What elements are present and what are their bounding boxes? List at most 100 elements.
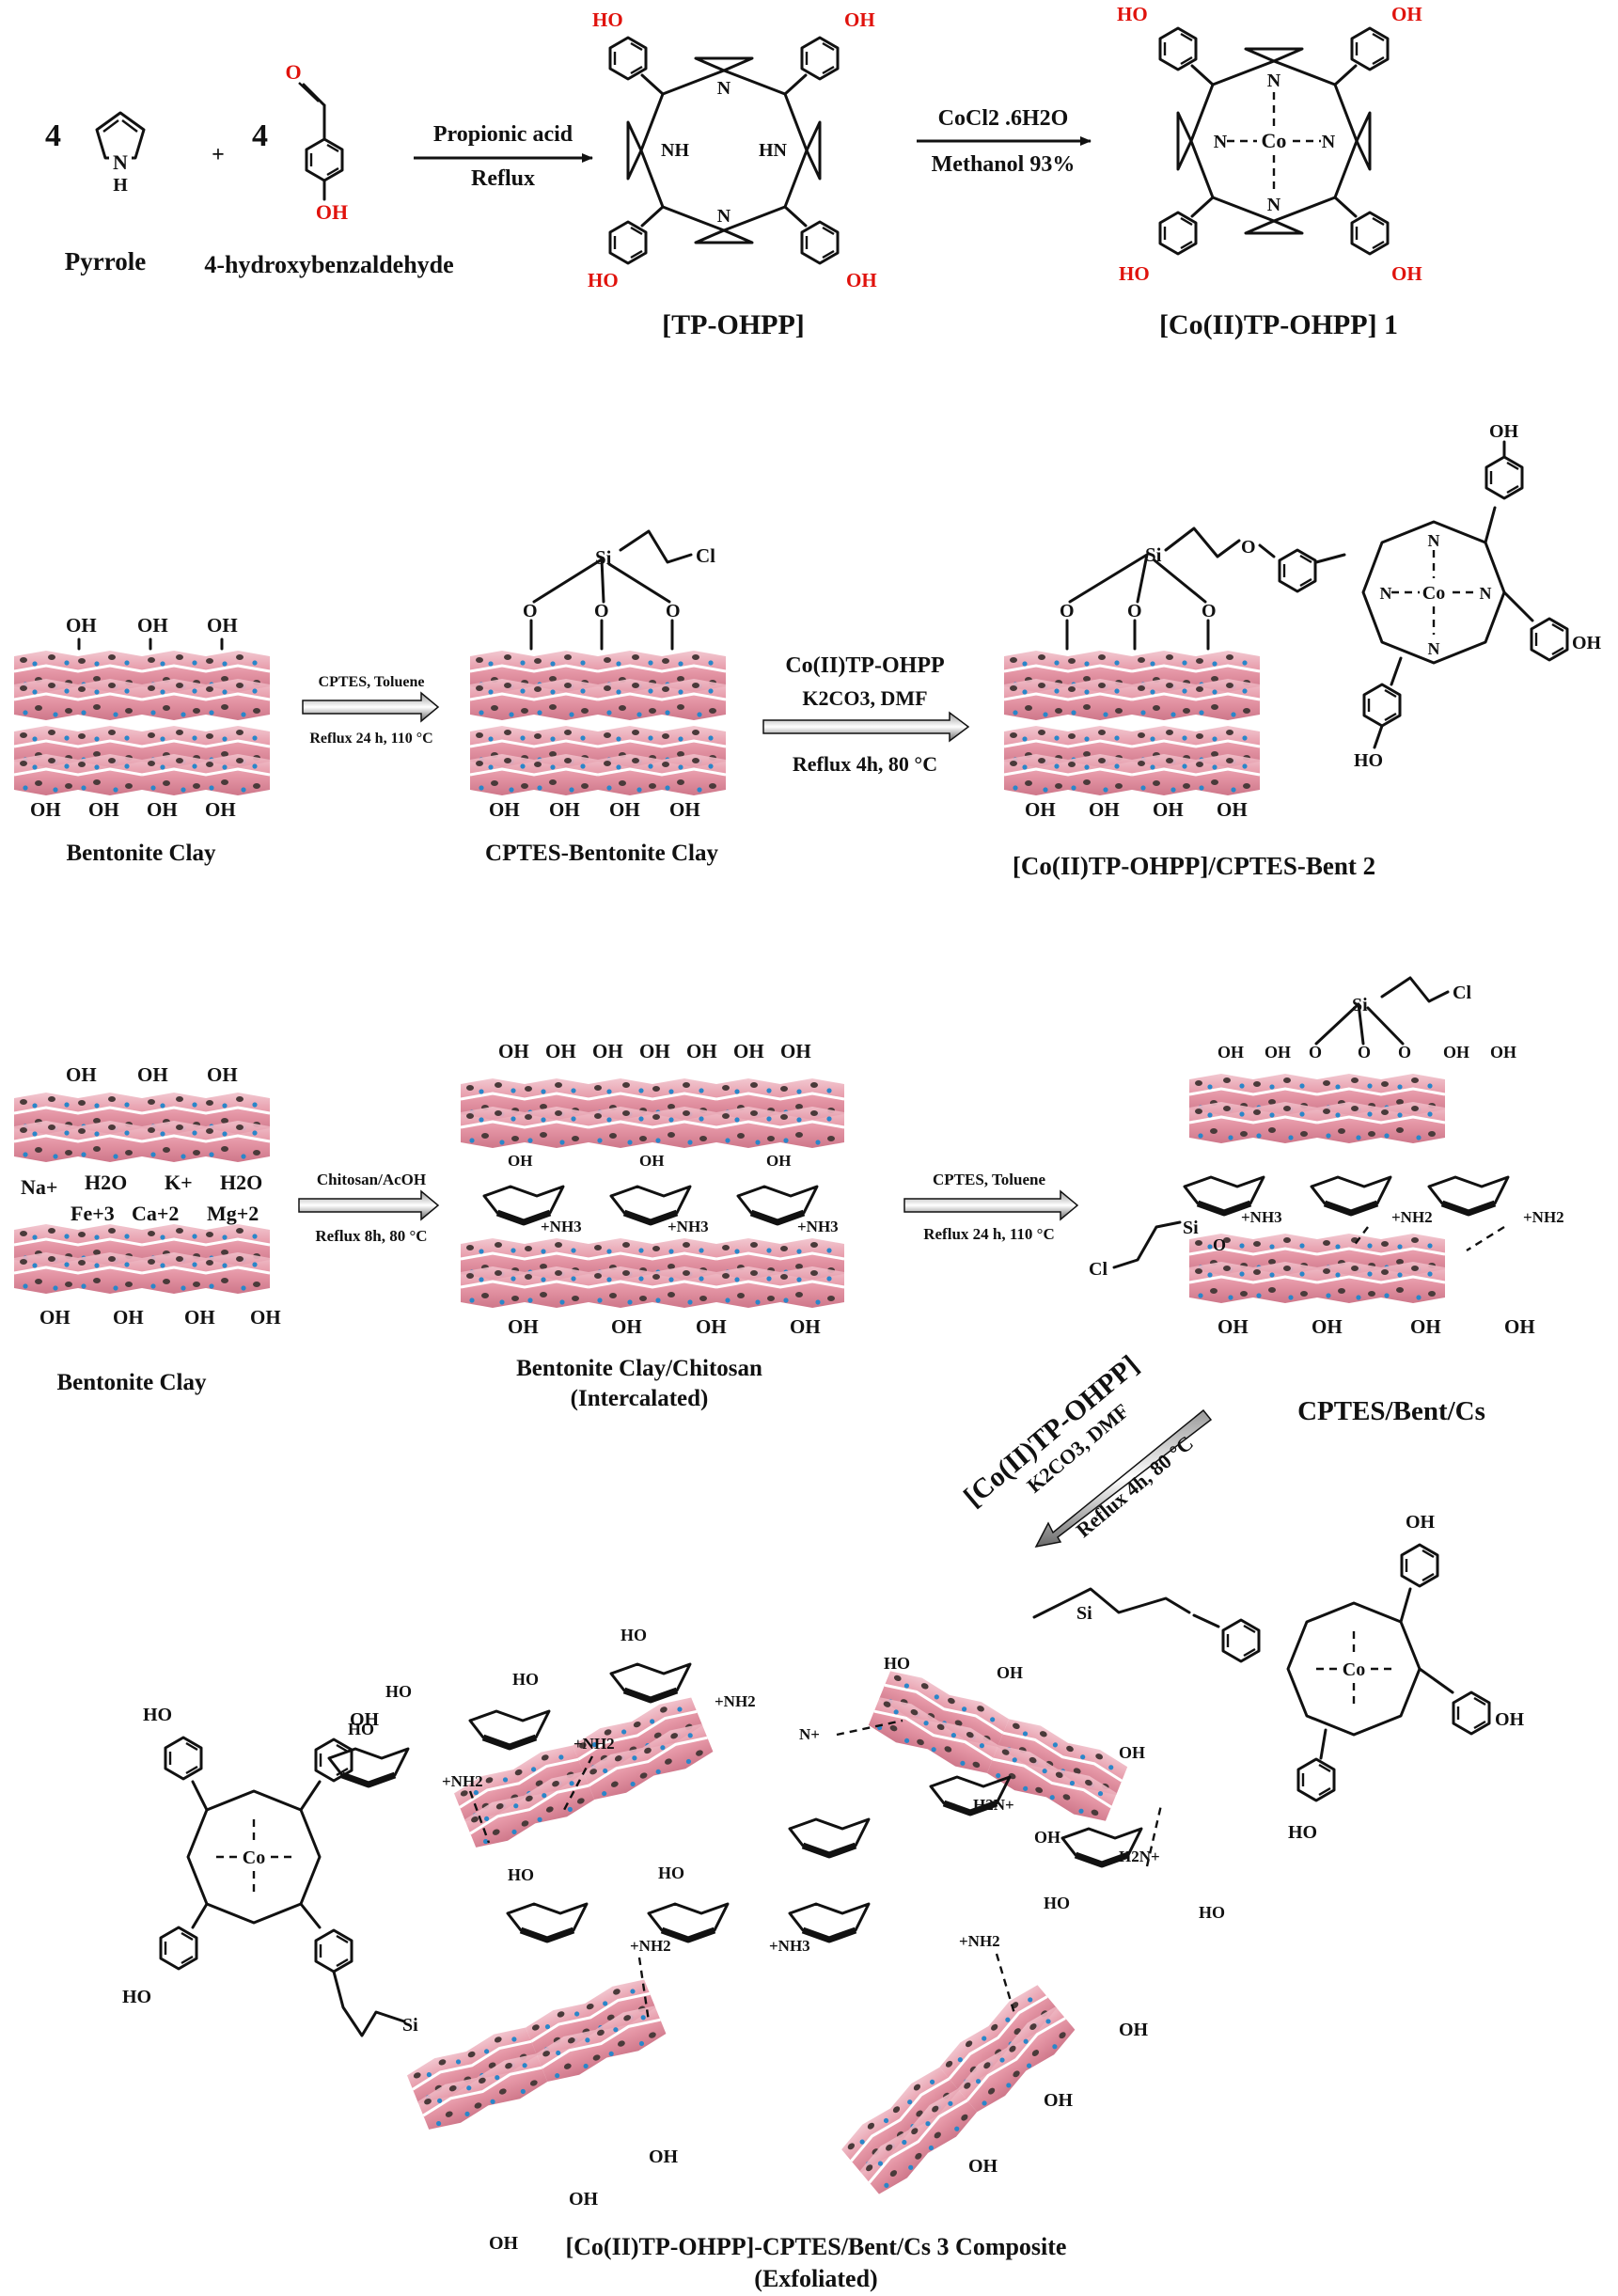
aldehyde-oxygen: O xyxy=(285,60,301,84)
row2-prod-co: Co xyxy=(1422,583,1445,604)
row2-clay-oh-b1: OH xyxy=(30,798,61,821)
row4-oh-12: HO xyxy=(1199,1903,1225,1922)
row4-nh2-1: +NH2 xyxy=(442,1772,483,1790)
copor-oh-tr: OH xyxy=(1391,3,1422,25)
pyrrole-n-atom: N xyxy=(113,150,128,174)
row4-oh-16: OH xyxy=(968,2156,998,2177)
row3-c-oh-b1: OH xyxy=(1217,1315,1249,1338)
row3-c-nh2-2: +NH2 xyxy=(1523,1208,1564,1226)
row4-nh3: +NH3 xyxy=(769,1937,810,1955)
row2-bentonite: OH OH OH OH OH OH OH Bentonite Clay xyxy=(14,614,270,866)
row4-oh-17: OH xyxy=(1044,2090,1074,2111)
tpohpp-n-bottom: N xyxy=(717,206,731,227)
row4-oh-5: HO xyxy=(508,1865,534,1884)
row3-top-o-1: O xyxy=(1309,1043,1322,1062)
aldehyde-structure: 4 O OH 4-hydroxybenzaldehyde xyxy=(204,60,453,278)
row2-product-label: [Co(II)TP-OHPP]/CPTES-Bent 2 xyxy=(1013,852,1375,880)
row3-ion-h2o-2: H2O xyxy=(220,1171,262,1194)
row3-arrow2-below: Reflux 24 h, 110 °C xyxy=(923,1225,1055,1243)
row2-prod-n-2: N xyxy=(1428,639,1440,658)
row3-c-nh2-1: +NH2 xyxy=(1391,1208,1433,1226)
plus-sign: + xyxy=(212,143,225,167)
row2-cptes-o-2: O xyxy=(594,601,609,621)
copor-n-right: N xyxy=(1322,132,1336,152)
row4-right-co: Co xyxy=(1343,1659,1365,1680)
row2-cptes-cl: Cl xyxy=(696,544,715,567)
row3-ion-ca: Ca+2 xyxy=(132,1202,179,1225)
row4-nh2-3: +NH2 xyxy=(715,1692,756,1710)
row4-composite: +NH2 +NH2 +NH2 +NH2 +NH3 +NH2 H2N+ H2N+ … xyxy=(122,1512,1525,2292)
row4-oh-14: OH xyxy=(649,2147,679,2167)
row3-left-si: Si xyxy=(1183,1218,1199,1238)
row2-clay-oh-1: OH xyxy=(66,614,97,637)
row1-synthesis: 4 N H Pyrrole + 4 O OH 4-hydroxybenzalde… xyxy=(45,3,1422,340)
row4-left-ho-top: HO xyxy=(143,1705,172,1725)
row3-top-o-3: O xyxy=(1398,1043,1411,1062)
row4-oh-2: HO xyxy=(348,1720,374,1738)
row2-prod-o-2: O xyxy=(1127,601,1142,621)
row2-arrow1-above: CPTES, Toluene xyxy=(319,674,425,690)
row4-oh-9: OH xyxy=(1034,1828,1060,1847)
row4-right-oh-right: OH xyxy=(1495,1709,1525,1730)
row2-prod-oh-b2: OH xyxy=(1089,798,1120,821)
row2-cptes-oh-b1: OH xyxy=(489,798,520,821)
row3-ion-na: Na+ xyxy=(21,1175,57,1199)
row3-clay-oh-b3: OH xyxy=(184,1306,215,1329)
row2-arrow-1: CPTES, Toluene Reflux 24 h, 110 °C xyxy=(302,674,440,747)
row3-chair-nh3-3: +NH3 xyxy=(797,1218,839,1235)
row2-cptes-oh-b2: OH xyxy=(549,798,580,821)
row3-chitosan: OH OH OH Na+ H2O K+ H2O Fe+3 Ca+2 Mg+2 O… xyxy=(14,976,1564,1426)
copor-structure: Co N N N N HO OH HO OH [Co(II)TP-OHPP] 1 xyxy=(1117,3,1422,340)
row4-oh-7: HO xyxy=(884,1654,910,1673)
row4-left-si: Si xyxy=(402,2015,418,2036)
row1-arrow1-above: Propionic acid xyxy=(433,122,573,147)
row3-int-oh-4: OH xyxy=(639,1040,670,1062)
row4-nh2-5: +NH2 xyxy=(959,1932,1000,1950)
copor-label: [Co(II)TP-OHPP] 1 xyxy=(1159,309,1398,340)
row4-sub: (Exfoliated) xyxy=(754,2265,877,2292)
copor-oh-br: OH xyxy=(1391,262,1422,285)
row2-clay-oh-b4: OH xyxy=(205,798,236,821)
row3-int-oh-1: OH xyxy=(498,1040,529,1062)
row4-h2n-1: H2N+ xyxy=(973,1796,1014,1814)
row1-arrow1-below: Reflux xyxy=(471,166,535,191)
row3-cptes-bent-cs: Si Cl O O O OH OH OH OH +NH3 +NH2 +NH2 C… xyxy=(1089,976,1564,1426)
row3-intercalated: OH OH OH OH OH OH OH OH OH OH +NH3 +NH3 … xyxy=(461,1040,844,1411)
pyrrole-label: Pyrrole xyxy=(65,247,146,275)
row3-int-oh-3: OH xyxy=(592,1040,623,1062)
row3-clay-oh-b2: OH xyxy=(113,1306,144,1329)
copor-ho-bl: HO xyxy=(1119,262,1150,285)
row3-ion-fe: Fe+3 xyxy=(71,1202,115,1225)
row4-oh-6: HO xyxy=(658,1864,684,1882)
row2-prod-oh-b4: OH xyxy=(1217,798,1248,821)
row3-c-nh3: +NH3 xyxy=(1241,1208,1282,1226)
row3-intercalated-label: Bentonite Clay/Chitosan xyxy=(516,1356,762,1381)
row2-cptes-o-3: O xyxy=(666,601,681,621)
row4-oh-3: HO xyxy=(512,1670,539,1689)
row2-clay-oh-b2: OH xyxy=(88,798,119,821)
row4-oh-15: OH xyxy=(489,2233,519,2254)
row2-arrow1-below: Reflux 24 h, 110 °C xyxy=(309,731,432,747)
pyrrole-h-atom: H xyxy=(113,175,128,196)
row2-prod-ho-bottom: HO xyxy=(1354,750,1383,771)
row4-label: [Co(II)TP-OHPP]-CPTES/Bent/Cs 3 Composit… xyxy=(566,2233,1067,2260)
row1-arrow2-above: CoCl2 .6H2O xyxy=(938,106,1069,131)
row4-oh-8: OH xyxy=(997,1663,1023,1682)
row3-chair-oh-1: OH xyxy=(508,1152,532,1170)
tpohpp-oh-tr: OH xyxy=(844,8,875,31)
aldehyde-coefficient: 4 xyxy=(252,118,268,153)
row4-oh-10: OH xyxy=(1119,1743,1145,1762)
row3-top-o-2: O xyxy=(1358,1043,1371,1062)
row2-prod-si: Si xyxy=(1145,543,1162,566)
row2-arrow-2: Co(II)TP-OHPP K2CO3, DMF Reflux 4h, 80 °… xyxy=(762,653,970,776)
row2-prod-o-1: O xyxy=(1060,601,1075,621)
row3-c-oh-3: OH xyxy=(1443,1043,1469,1062)
row4-left-oh-top: OH xyxy=(350,1709,380,1730)
row3-clay-oh-1: OH xyxy=(66,1063,97,1086)
copor-n-left: N xyxy=(1214,132,1228,152)
row3-int-oh-b3: OH xyxy=(696,1315,727,1338)
row3-chair-nh3-1: +NH3 xyxy=(541,1218,582,1235)
row2-prod-n-3: N xyxy=(1380,584,1392,603)
row4-right-ho-bottom: HO xyxy=(1288,1822,1317,1843)
row4-left-ho-bottom: HO xyxy=(122,1987,151,2007)
